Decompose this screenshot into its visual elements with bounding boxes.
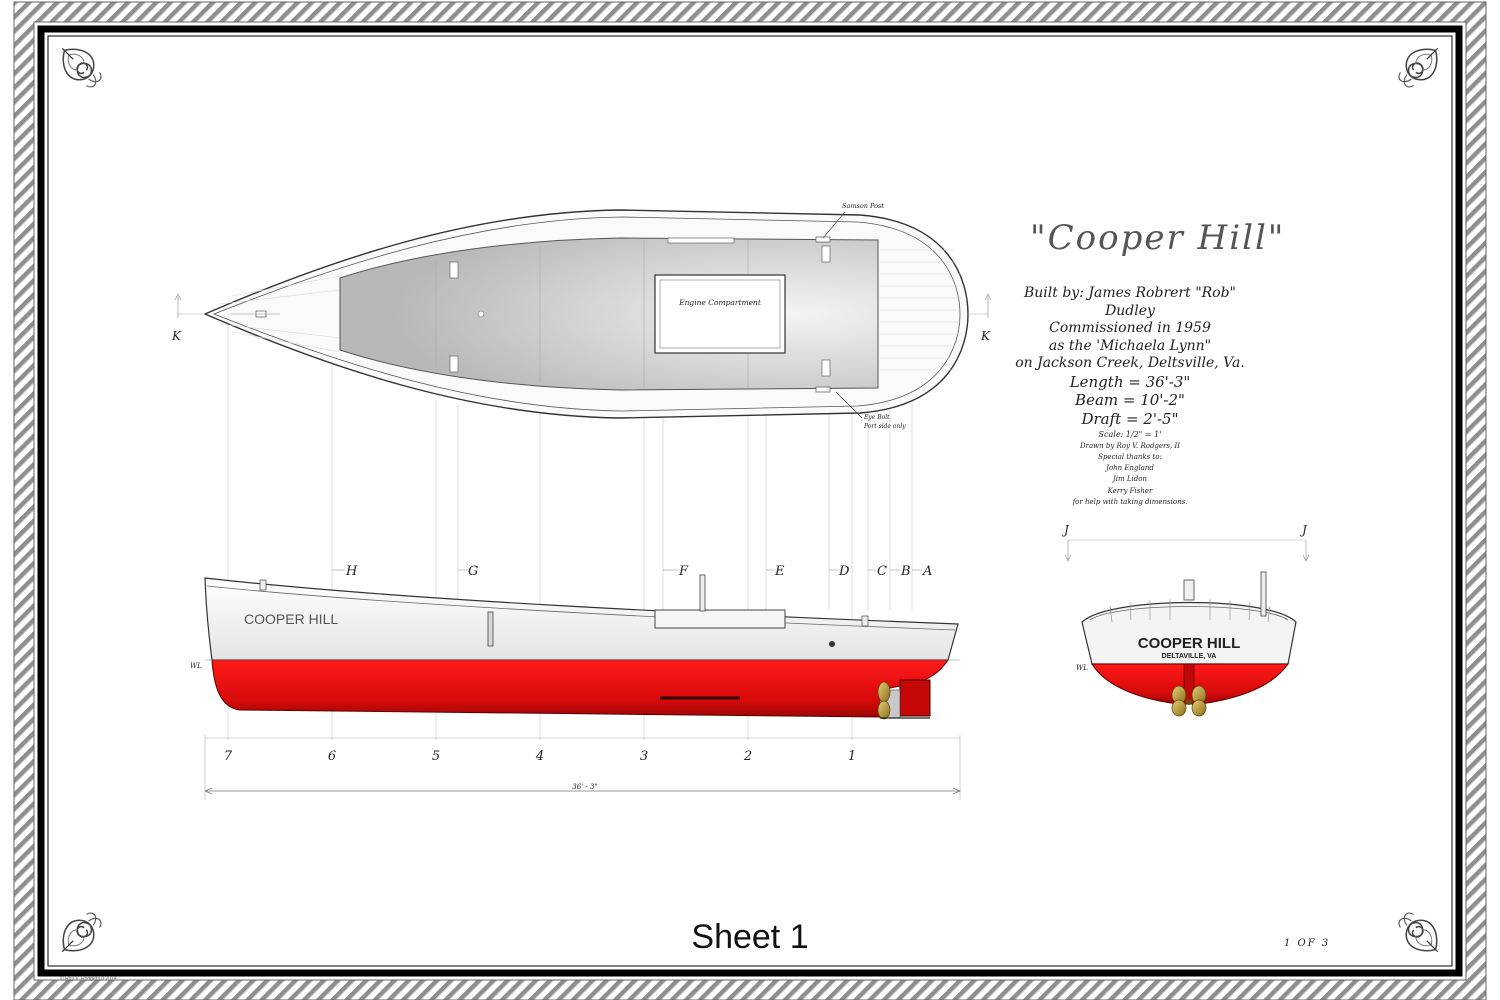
title-block-line: for help with taking dimensions.	[1072, 497, 1188, 506]
profile-view: H G F E D C B A COOPER HILL WL	[190, 564, 961, 800]
station-number-7: 7	[224, 749, 233, 764]
plan-view: Engine Compartment Samson Post Eye Bolt …	[171, 202, 992, 740]
sheet-label: Sheet 1	[691, 918, 809, 956]
inner-frame	[37, 25, 1463, 977]
title-block-line: Kerry Fisher	[1107, 486, 1153, 495]
engine-compartment	[654, 274, 786, 354]
profile-wl-label: WL	[190, 662, 202, 670]
title-block-line: as the 'Michaela Lynn"	[1048, 337, 1212, 354]
eye-bolt-label: Eye Bolt	[863, 414, 890, 421]
section-mark-j-left: J	[1061, 523, 1070, 537]
title-block-line: on Jackson Creek, Deltsville, Va.	[1015, 355, 1245, 371]
station-letter-a: A	[922, 564, 932, 579]
stern-view: J J COOPER HILL DELTAVILLE, VA WL	[1061, 523, 1310, 717]
station-number-3: 3	[640, 749, 648, 764]
bottom-paint	[211, 659, 949, 718]
sheet-count: 1 OF 3	[1284, 938, 1331, 949]
section-mark-k-left: K	[171, 329, 182, 343]
title-block-line: John England	[1106, 464, 1154, 473]
station-letter-h: H	[345, 564, 358, 579]
station-number-6: 6	[328, 749, 336, 764]
stern-home-port: DELTAVILLE, VA	[1162, 653, 1217, 660]
title-block-line: Built by: James Robrert "Rob" Dudley	[1023, 285, 1237, 319]
stern-wl-label: WL	[1076, 664, 1088, 672]
profile-hull-name: COOPER HILL	[244, 611, 338, 627]
title-block-line: Beam = 10'-2"	[1075, 391, 1185, 410]
station-letter-f: F	[678, 564, 689, 579]
title-block-line: Scale: 1/2" = 1'	[1098, 429, 1162, 439]
title-block-line: Draft = 2'-5"	[1081, 410, 1179, 428]
station-number-1: 1	[848, 749, 856, 764]
station-number-2: 2	[743, 749, 752, 764]
stern-hull-name: COOPER HILL	[1138, 635, 1241, 652]
title-block-line: Special thanks to:	[1098, 452, 1162, 461]
boat-title: "Cooper Hill"	[1030, 218, 1286, 258]
eye-bolt-note: Port side only	[863, 423, 906, 430]
copyright-notice: © Roy V. Rodgers II 2014	[60, 976, 117, 982]
station-letter-b: B	[900, 564, 911, 579]
section-mark-j-right: J	[1299, 523, 1308, 537]
station-letter-c: C	[877, 564, 887, 579]
overall-dimension-text: 36' - 3"	[572, 783, 597, 791]
station-number-4: 4	[535, 749, 544, 764]
title-block-line: Length = 36'-3"	[1069, 372, 1191, 391]
station-letter-d: D	[838, 564, 850, 579]
engine-compartment-label: Engine Compartment	[678, 298, 762, 307]
title-block-line: Commissioned in 1959	[1049, 320, 1211, 336]
title-block-line: Drawn by Roy V. Rodgers, II	[1080, 441, 1180, 450]
samson-post-label: Samson Post	[842, 202, 884, 210]
section-mark-k-right: K	[980, 329, 991, 343]
station-number-5: 5	[432, 749, 440, 764]
rope-border	[14, 2, 1486, 1000]
title-block-line: Jim Lidon	[1113, 475, 1147, 484]
station-letter-g: G	[468, 564, 478, 579]
station-letter-e: E	[774, 564, 785, 579]
